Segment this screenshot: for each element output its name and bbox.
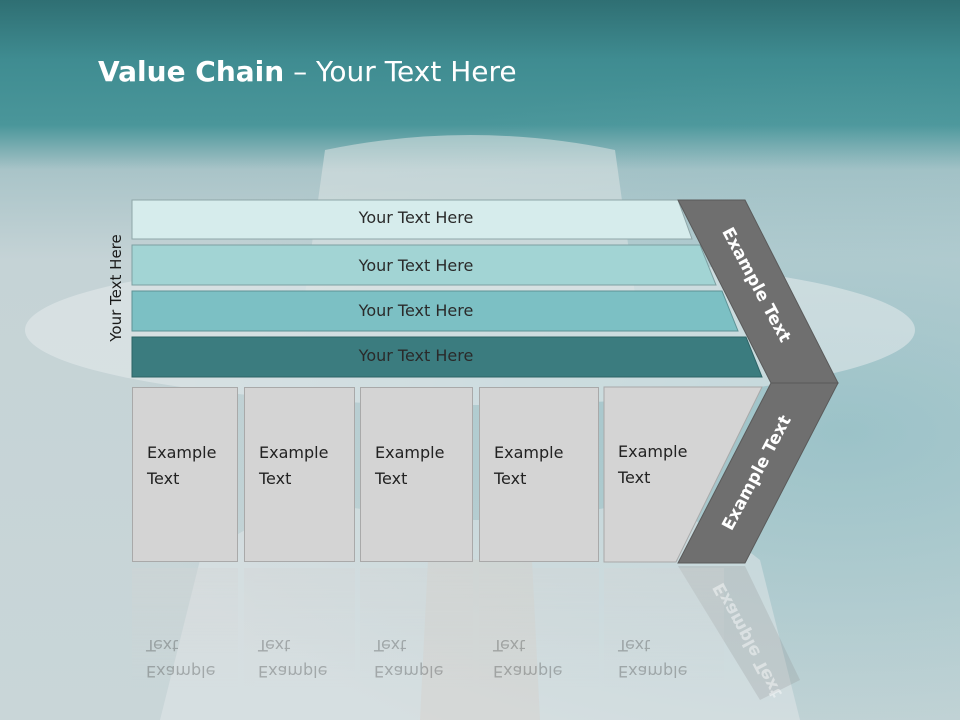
box-5-shape [603, 386, 763, 563]
box-2-reflection-text: Example Text [258, 632, 348, 684]
box-1-line2: Text [147, 469, 180, 488]
box-3-reflection-line1: Example [374, 662, 444, 681]
bar-3-label: Your Text Here [358, 301, 474, 320]
box-1-reflection-text: Example Text [146, 632, 236, 684]
title-bold: Value Chain [98, 55, 285, 88]
bar-1-shape [131, 199, 693, 240]
box-5-line2: Text [618, 468, 651, 487]
box-5-reflection: Example Text [604, 568, 724, 688]
bar-3-shape [131, 290, 739, 332]
bar-1-label: Your Text Here [358, 208, 474, 227]
bar-2-label: Your Text Here [358, 256, 474, 275]
box-5-reflection-line1: Example [618, 662, 688, 681]
box-4-line1: Example [494, 443, 564, 462]
box-2-reflection-line2: Text [258, 636, 291, 655]
box-1-reflection-line2: Text [146, 636, 179, 655]
bar-2-shape [131, 244, 717, 286]
box-2-reflection-line1: Example [258, 662, 328, 681]
box-1-reflection: Example Text [132, 568, 238, 688]
box-4-reflection-text: Example Text [493, 632, 583, 684]
box-3-reflection-text: Example Text [374, 632, 464, 684]
box-3-reflection: Example Text [360, 568, 473, 688]
box-5-line1: Example [618, 442, 688, 461]
chevron-reflection [678, 566, 800, 700]
box-4-reflection-line2: Text [493, 636, 526, 655]
box-5-reflection-text: Example Text [618, 632, 708, 684]
box-4-line2: Text [494, 469, 527, 488]
box-1-line1: Example [147, 443, 217, 462]
box-3-line2: Text [375, 469, 408, 488]
box-4-reflection: Example Text [479, 568, 599, 688]
bar-4-shape [131, 336, 763, 378]
box-1-reflection-line1: Example [146, 662, 216, 681]
chevron-bottom [677, 382, 839, 564]
box-2-reflection: Example Text [244, 568, 355, 688]
slide-title: Value Chain – Your Text Here [98, 55, 517, 88]
box-5-reflection-line2: Text [618, 636, 651, 655]
bar-4-label: Your Text Here [358, 346, 474, 365]
title-rest: – Your Text Here [284, 55, 517, 88]
box-4-reflection-line1: Example [493, 662, 563, 681]
box-2-line1: Example [259, 443, 329, 462]
box-3-reflection-line2: Text [374, 636, 407, 655]
box-2-line2: Text [259, 469, 292, 488]
box-3-line1: Example [375, 443, 445, 462]
